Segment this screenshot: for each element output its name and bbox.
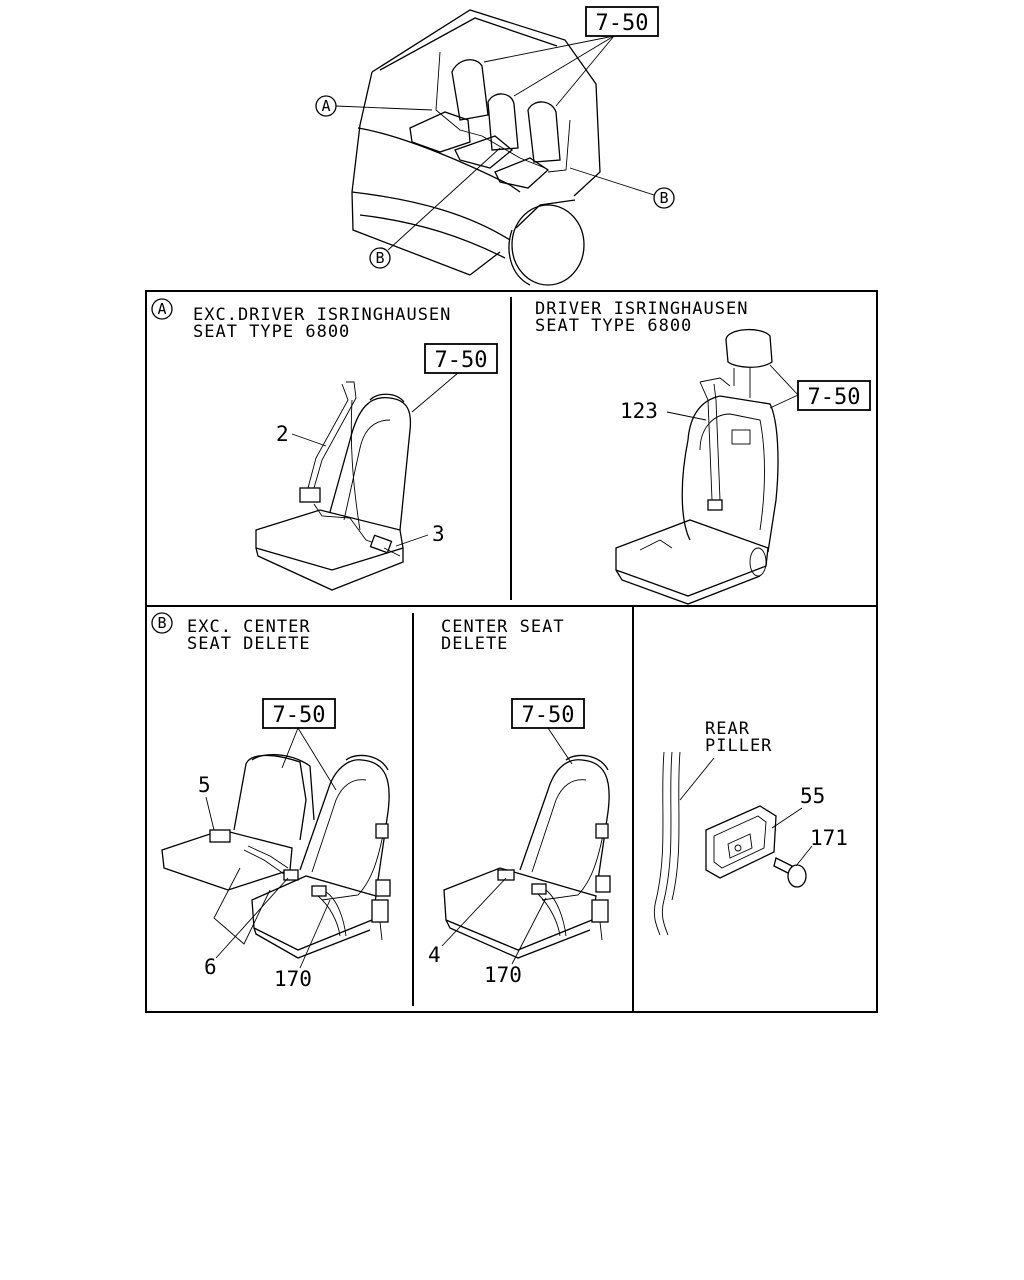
panel-b-left: EXC. CENTER SEAT DELETE 7-50 <box>161 617 391 991</box>
panel-a-left-title-line2: SEAT TYPE 6800 <box>193 322 350 342</box>
part-55-number: 55 <box>800 784 825 808</box>
part-123-callout: 123 <box>620 399 707 423</box>
part-55-callout: 55 <box>771 784 825 829</box>
part-123-number: 123 <box>620 399 658 423</box>
panel-a-marker: A <box>151 298 173 320</box>
panel-b-left-title-line1: EXC. CENTER <box>187 617 311 637</box>
callout-b-right: B <box>569 167 675 209</box>
panel-a-right-title-line1: DRIVER ISRINGHAUSEN <box>535 299 748 319</box>
panel-a-right-ref-label: 7-50 <box>808 385 861 410</box>
seat-drawing-a-left <box>255 381 412 591</box>
panel-a-left-ref-box: 7-50 <box>411 343 498 413</box>
part-170-left-callout: 170 <box>274 899 331 991</box>
panel-a: A EXC.DRIVER ISRINGHAUSEN SEAT TYPE 6800… <box>145 290 878 607</box>
cab-overview: 7-50 A B B <box>315 6 675 286</box>
part-170-left-number: 170 <box>274 967 312 991</box>
part-55-bracket <box>705 805 777 879</box>
part-3-callout: 3 <box>395 522 445 547</box>
panel-b-middle-title-line1: CENTER SEAT <box>441 617 565 637</box>
part-2-callout: 2 <box>276 422 327 447</box>
panel-a-right: DRIVER ISRINGHAUSEN SEAT TYPE 6800 7-50 <box>535 299 871 605</box>
cab-body-drawing <box>351 9 601 286</box>
callout-b-left-letter: B <box>375 249 384 267</box>
part-171-number: 171 <box>810 826 848 850</box>
seat-drawing-b-left <box>161 753 391 959</box>
panel-b-left-ref-box: 7-50 <box>262 698 337 791</box>
seat-drawing-a-right <box>615 329 779 605</box>
rear-pillar-label-line1: REAR <box>705 719 750 739</box>
part-171-bolt <box>773 857 807 888</box>
part-170-middle-number: 170 <box>484 963 522 987</box>
part-3-number: 3 <box>432 522 445 546</box>
overview-ref-leaders <box>483 35 615 107</box>
panel-b-middle-ref-box: 7-50 <box>511 698 585 765</box>
callout-b-right-letter: B <box>659 189 668 207</box>
panel-a-right-title-line2: SEAT TYPE 6800 <box>535 316 692 336</box>
overview-ref-box: 7-50 <box>585 6 659 37</box>
seat-drawing-b-middle <box>443 754 611 959</box>
part-6-number: 6 <box>204 955 217 979</box>
part-5-callout: 5 <box>198 773 215 831</box>
panel-a-right-ref-box: 7-50 <box>769 364 871 411</box>
panel-a-left: EXC.DRIVER ISRINGHAUSEN SEAT TYPE 6800 7… <box>193 305 498 591</box>
callout-b-left: B <box>369 147 501 269</box>
rear-pillar-label-line2: PILLER <box>705 736 772 756</box>
part-4-callout: 4 <box>428 877 507 967</box>
panel-b-right: REAR PILLER 55 <box>653 719 848 936</box>
part-5-number: 5 <box>198 773 211 797</box>
panel-b-marker: B <box>151 612 173 634</box>
overview-ref-label: 7-50 <box>596 11 649 36</box>
rear-pillar-drawing <box>653 751 681 936</box>
part-171-callout: 171 <box>795 826 848 867</box>
panel-b-middle-title-line2: DELETE <box>441 634 508 654</box>
part-6-callout: 6 <box>204 877 289 979</box>
callout-a: A <box>315 95 433 117</box>
panel-b-middle: CENTER SEAT DELETE 7-50 <box>428 617 611 987</box>
panel-b: B EXC. CENTER SEAT DELETE 7-50 <box>145 605 878 1013</box>
panel-a-marker-letter: A <box>157 300 166 318</box>
part-4-number: 4 <box>428 943 441 967</box>
panel-a-left-title-line1: EXC.DRIVER ISRINGHAUSEN <box>193 305 451 325</box>
panel-b-left-ref-label: 7-50 <box>273 703 326 728</box>
part-2-number: 2 <box>276 422 289 446</box>
panel-b-left-title-line2: SEAT DELETE <box>187 634 311 654</box>
part-170-middle-callout: 170 <box>484 897 547 987</box>
panel-a-left-ref-label: 7-50 <box>435 348 488 373</box>
panel-b-marker-letter: B <box>157 614 166 632</box>
callout-a-letter: A <box>321 97 330 115</box>
panel-b-middle-ref-label: 7-50 <box>522 703 575 728</box>
